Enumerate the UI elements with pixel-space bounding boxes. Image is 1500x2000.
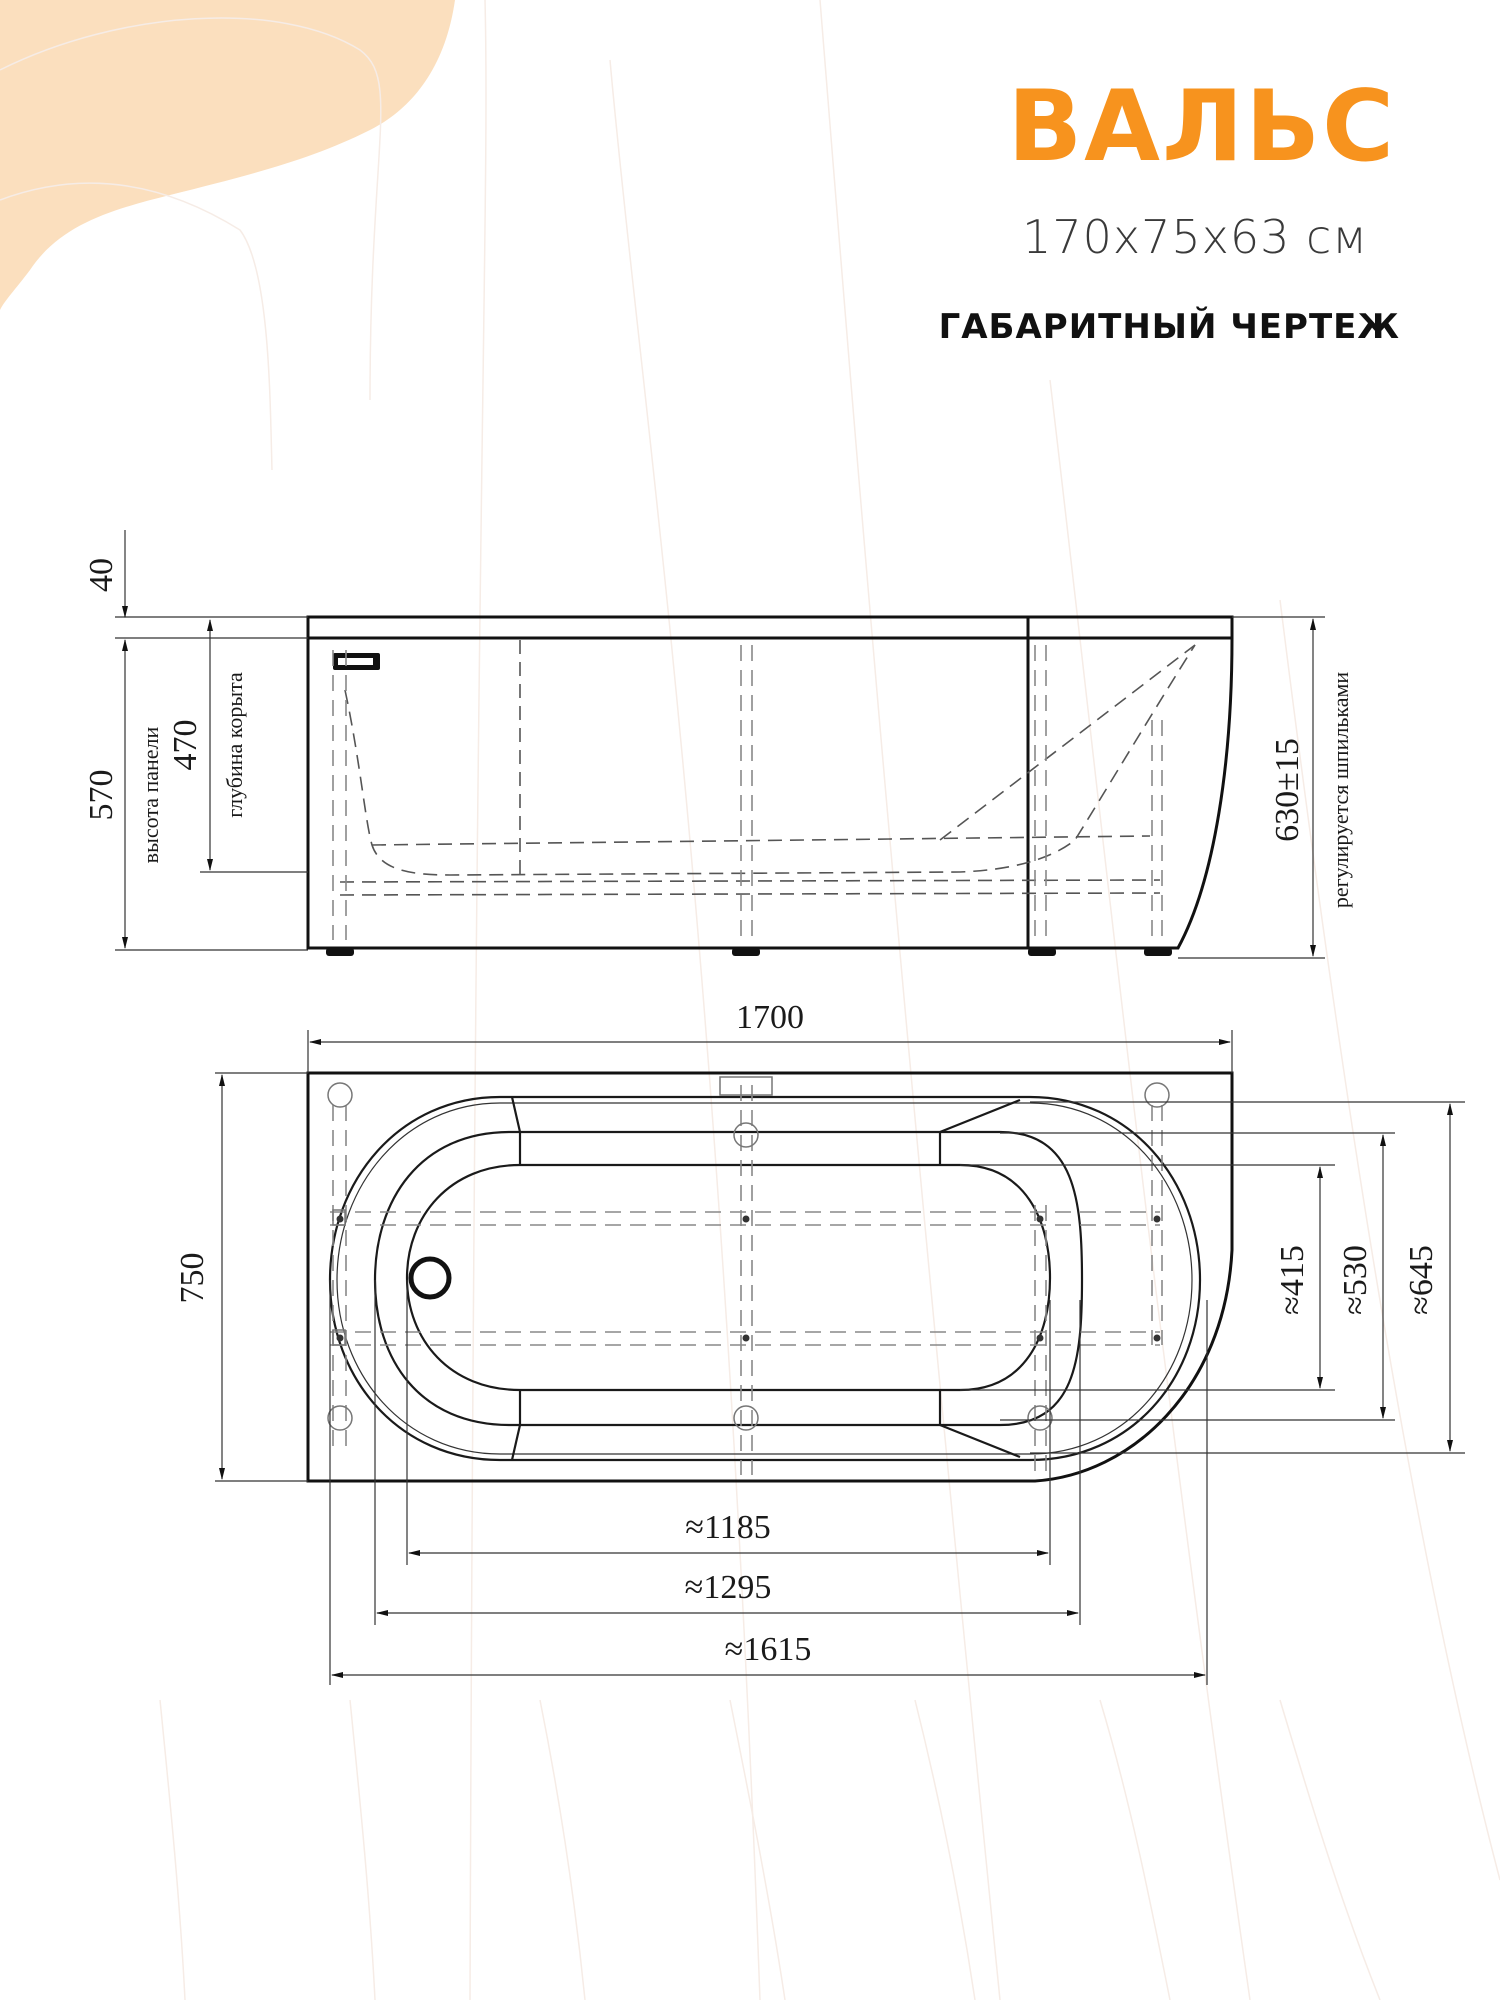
dim-panel-height: 570 — [83, 770, 120, 821]
label-total-height: регулируется шпильками — [1328, 672, 1353, 909]
product-size: 170x75x63 см — [1022, 210, 1368, 264]
dim-overall-width: 750 — [174, 1253, 211, 1304]
product-title: ВАЛЬС — [1007, 70, 1396, 184]
dim-inner-length-1295: ≈1295 — [685, 1569, 772, 1606]
side-view-outline — [306, 615, 1234, 950]
corner-blob — [0, 0, 455, 310]
top-view: 1700 750 ≈1185 ≈1295 ≈1615 — [174, 999, 1465, 1685]
dim-inner-length-1185: ≈1185 — [685, 1509, 770, 1546]
dim-inner-width-530: ≈530 — [1337, 1245, 1374, 1315]
section-heading: ГАБАРИТНЫЙ ЧЕРТЕЖ — [938, 307, 1400, 347]
dim-inner-width-645: ≈645 — [1403, 1245, 1440, 1315]
label-panel-height: высота панели — [138, 726, 163, 863]
dim-tub-depth: 470 — [167, 720, 204, 771]
dim-inner-length-1615: ≈1615 — [725, 1631, 812, 1668]
top-view-outline — [306, 1071, 1234, 1483]
dim-inner-width-415: ≈415 — [1274, 1245, 1311, 1315]
label-tub-depth: глубина корыта — [222, 672, 247, 818]
dim-total-height: 630±15 — [1269, 738, 1306, 842]
dim-rim-thickness: 40 — [83, 558, 120, 592]
side-view: 40 570 высота панели 470 глубина корыта … — [83, 530, 1353, 959]
dim-overall-length: 1700 — [736, 999, 804, 1036]
drain-icon — [408, 1256, 452, 1300]
